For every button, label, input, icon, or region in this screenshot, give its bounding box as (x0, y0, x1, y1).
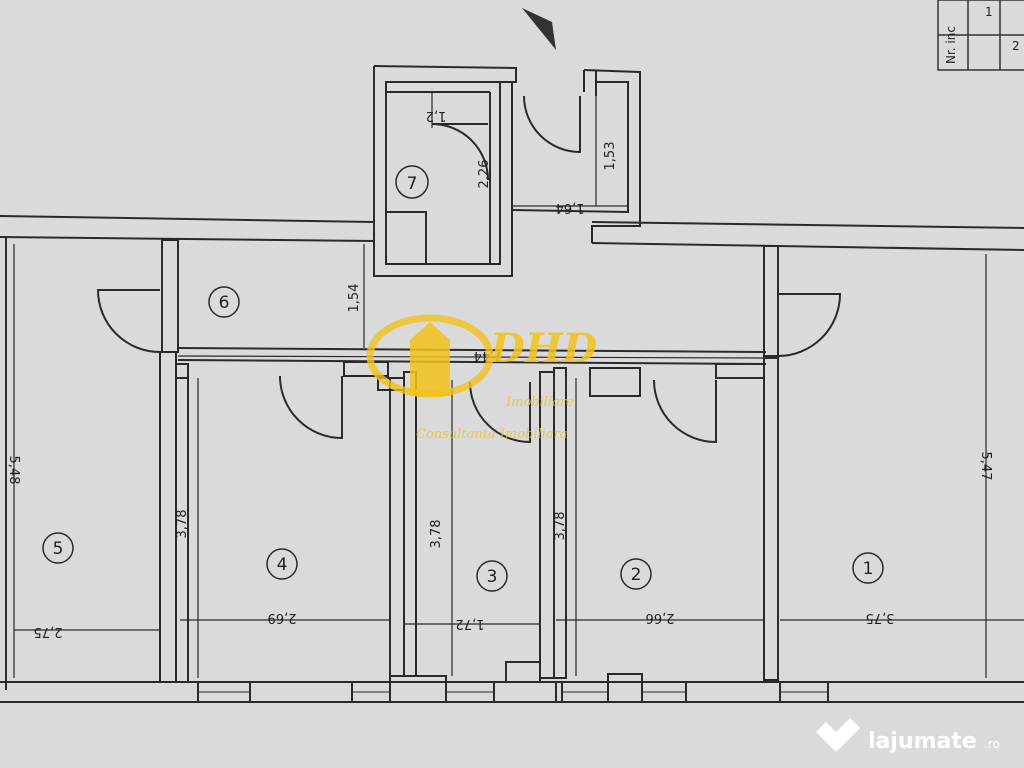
dim-room2-width: 2,66 (646, 610, 675, 625)
walls (0, 65, 1024, 703)
watermark-subtitle: Imobiliare (505, 395, 574, 410)
dim-bath-small: 1,2 (426, 108, 447, 123)
watermark-logo: DHD Imobiliare Consultanta Imobiliara (366, 314, 597, 442)
room-table (937, 0, 1024, 71)
dim-room5-width: 2,75 (34, 624, 63, 639)
brand-name: lajumate (868, 729, 977, 754)
door-arc (523, 95, 581, 154)
dimension-lines (13, 92, 1024, 678)
dim-room1-width: 3,75 (866, 610, 895, 625)
doors (96, 95, 842, 444)
dim-room3-width: 1,72 (456, 616, 485, 631)
room-number: 3 (487, 567, 498, 587)
north-arrow-icon (522, 8, 556, 50)
dim-room6-width: 1,54 (347, 284, 362, 313)
room-number-circles (42, 165, 884, 592)
watermark-tagline: Consultanta Imobiliara (416, 427, 568, 442)
dim-room1-length: 5,47 (978, 452, 993, 481)
table-header: Nr. inc (944, 26, 958, 64)
room-number: 5 (53, 539, 64, 559)
dim-hall-length: 1,53 (603, 142, 618, 171)
room-number: 7 (407, 174, 418, 194)
room-number: 2 (631, 565, 642, 585)
dim-room3-length: 3,78 (429, 520, 444, 549)
dim-room4-width: 2,69 (268, 610, 297, 625)
room-number: 1 (863, 559, 874, 579)
table-row-2: 2 (1012, 39, 1020, 53)
room-number: 6 (219, 293, 230, 313)
room-number: 4 (277, 555, 288, 575)
brand-logo: lajumate .ro (816, 718, 1000, 754)
house-icon (410, 322, 450, 396)
dim-bath-length: 2,26 (477, 160, 492, 189)
brand-icon (816, 718, 860, 752)
table-row-1: 1 (985, 5, 993, 19)
dim-room2-length: 3,78 (553, 512, 568, 541)
brand-tld: .ro (984, 737, 1000, 751)
watermark-title: DHD (489, 325, 597, 372)
dim-room4-length: 3,78 (175, 510, 190, 539)
dim-hall-width: 1,64 (556, 200, 585, 215)
dim-room5-length: 5,48 (6, 456, 21, 485)
